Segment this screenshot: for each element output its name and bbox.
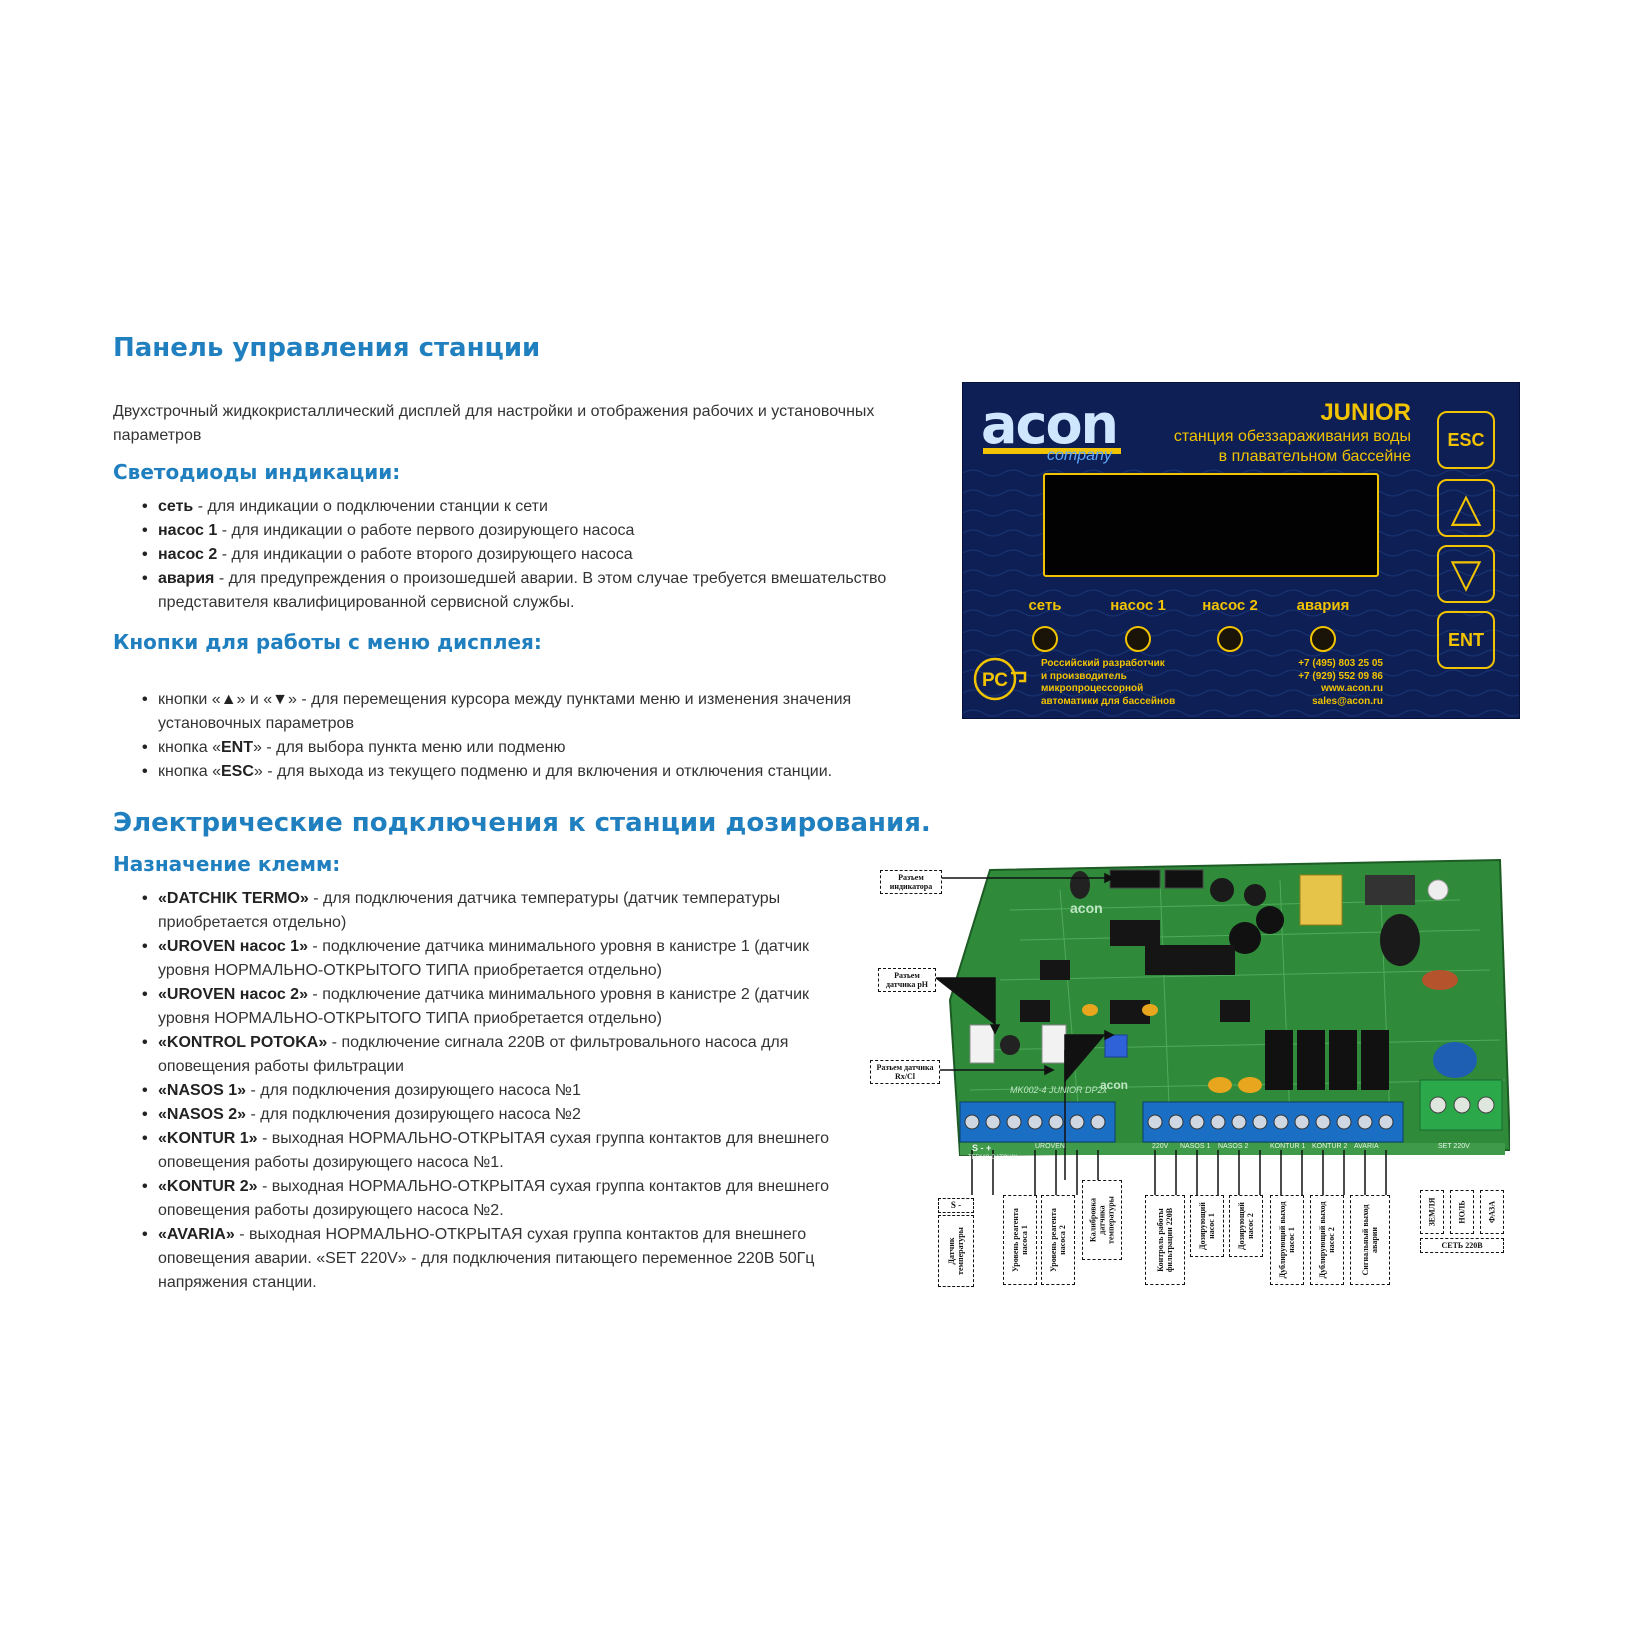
led-pump2 [1217,626,1243,652]
cert-mark: РС [982,670,1008,691]
list-item: насос 2 - для индикации о работе второго… [142,543,948,567]
callout-indicator-connector: Разъем индикатора [880,870,942,894]
callout-level-pump2: Уровень реагента насоса 2 [1041,1195,1075,1285]
circuit-board-image: acon MK002-4 JUNIOR DP2x acon S - + TERM… [860,850,1510,1310]
callout-dosing-pump1: Дозирующий насос 1 [1190,1195,1224,1257]
led-label-pump1: насос 1 [1110,597,1166,614]
list-item: «KONTUR 2» - выходная НОРМАЛЬНО-ОТКРЫТАЯ… [142,1175,848,1223]
section1-intro: Двухстрочный жидкокристаллический диспле… [113,403,875,444]
list-item: «NASOS 1» - для подключения дозирующего … [142,1079,848,1103]
silk-avaria: AVARIA [1354,1143,1379,1150]
down-arrow-icon: ▽ [1450,552,1482,596]
callout-dosing-pump2: Дозирующий насос 2 [1229,1195,1263,1257]
callout-neutral: НОЛЬ [1450,1190,1474,1234]
list-item: кнопки «▲» и «▼» - для перемещения курсо… [142,688,928,736]
control-panel-image: acon company JUNIOR станция обеззаражива… [962,382,1520,719]
silk-datchik: TERMO DATCHIK [968,1155,1018,1161]
silk-kontur1: KONTUR 1 [1270,1143,1306,1150]
led-label-network: сеть [1028,597,1062,614]
led-label-alarm: авария [1296,597,1350,614]
lcd-display [1043,473,1379,577]
callout-mains-220: СЕТЬ 220В [1420,1238,1504,1253]
board-logo-2: acon [1100,1078,1129,1092]
list-item: «KONTROL POTOKA» - подключение сигнала 2… [142,1031,848,1079]
terminals-heading: Назначение клемм: [113,852,341,876]
manufacturer-info: Российский разработчик и производитель м… [1041,658,1176,707]
silk-nasos2: NASOS 2 [1218,1143,1249,1150]
list-item: «AVARIA» - выходная НОРМАЛЬНО-ОТКРЫТАЯ с… [142,1223,848,1295]
callout-earth: ЗЕМЛЯ [1420,1190,1444,1234]
silk-set220: SET 220V [1438,1143,1470,1150]
certification-icon: РС [973,657,1027,701]
buttons-list: кнопки «▲» и «▼» - для перемещения курсо… [142,688,928,784]
up-arrow-icon: △ [1450,486,1482,530]
logo-underline [983,448,1121,454]
silk-220v: 220V [1152,1143,1169,1150]
ent-button[interactable]: ENT [1437,611,1495,669]
silk-termo: S - + [972,1143,992,1153]
callout-phase: ФАЗА [1480,1190,1504,1234]
callout-filtration-control: Контроль работы фильтрации 220В [1145,1195,1185,1285]
board-model: MK002-4 JUNIOR DP2x [1010,1085,1108,1095]
section2-title: Электрические подключения к станции дози… [113,808,931,838]
acon-logo: acon [981,393,1119,456]
callout-temp-calibration: Калибровка датчика температуры [1082,1180,1122,1260]
board-logo: acon [1070,900,1103,916]
list-item: кнопка «ESC» - для выхода из текущего по… [142,760,928,784]
led-network [1032,626,1058,652]
callout-temp-sensor: Датчик температуры [938,1215,974,1287]
callout-ph-connector: Разъем датчика pH [878,968,936,992]
silk-nasos1: NASOS 1 [1180,1143,1211,1150]
led-label-pump2: насос 2 [1202,597,1258,614]
up-button[interactable]: △ [1437,479,1495,537]
esc-button[interactable]: ESC [1437,411,1495,469]
list-item: «UROVEN насос 2» - подключение датчика м… [142,983,848,1031]
silk-uroven: UROVEN [1035,1143,1065,1150]
callout-s-minus: S - [938,1198,974,1213]
down-button[interactable]: ▽ [1437,545,1495,603]
callout-alarm-output: Сигнальный выход аварии [1350,1195,1390,1285]
logo-company: company [1047,447,1112,464]
contact-info: +7 (495) 803 25 05 +7 (929) 552 09 86 ww… [1298,658,1383,707]
list-item: «DATCHIK TERMO» - для подключения датчик… [142,887,848,935]
led-alarm [1310,626,1336,652]
leds-heading: Светодиоды индикации: [113,460,401,484]
list-item: «KONTUR 1» - выходная НОРМАЛЬНО-ОТКРЫТАЯ… [142,1127,848,1175]
silk-kontur2: KONTUR 2 [1312,1143,1348,1150]
terminals-list: «DATCHIK TERMO» - для подключения датчик… [142,887,848,1295]
buttons-heading: Кнопки для работы с меню дисплея: [113,630,542,654]
leds-list: сеть - для индикации о подключении станц… [142,495,948,615]
model-name: JUNIOR [1320,399,1411,426]
pcb-drawing [932,858,1510,1195]
section1-title: Панель управления станции [113,333,541,363]
list-item: авария - для предупреждения о произошедш… [142,567,948,615]
callout-level-pump1: Уровень реагента насоса 1 [1003,1195,1037,1285]
callout-dup-out-pump1: Дублирующий выход насос 1 [1270,1195,1304,1285]
callout-dup-out-pump2: Дублирующий выход насос 2 [1310,1195,1344,1285]
led-pump1 [1125,626,1151,652]
panel-subtitle: станция обеззараживания воды в плаватель… [1173,428,1411,465]
list-item: «UROVEN насос 1» - подключение датчика м… [142,935,848,983]
list-item: насос 1 - для индикации о работе первого… [142,519,948,543]
list-item: кнопка «ENT» - для выбора пункта меню ил… [142,736,928,760]
list-item: сеть - для индикации о подключении станц… [142,495,948,519]
callout-rxcl-connector: Разъем датчика Rx/Cl [870,1060,940,1084]
list-item: «NASOS 2» - для подключения дозирующего … [142,1103,848,1127]
